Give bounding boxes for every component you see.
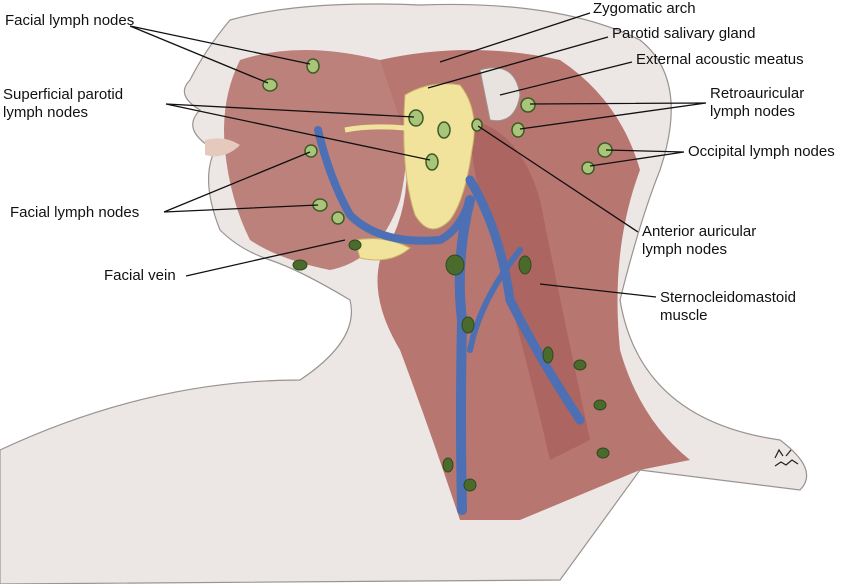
signature bbox=[774, 448, 799, 467]
lymph-nodes bbox=[262, 58, 613, 225]
label-sternocleidomastoid-muscle: Sternocleidomastoid muscle bbox=[660, 289, 796, 325]
lips bbox=[205, 138, 240, 157]
label-facial-lymph-nodes-top: Facial lymph nodes bbox=[5, 12, 135, 29]
internal-jugular-vein bbox=[454, 195, 475, 515]
facial-vein bbox=[314, 126, 474, 245]
label-anterior-auricular-lymph-nodes: Anterior auricular lymph nodes bbox=[642, 223, 756, 259]
label-line-1: Superficial parotid bbox=[3, 86, 124, 103]
sternocleidomastoid-muscle bbox=[470, 120, 590, 460]
submandibular-gland bbox=[354, 238, 411, 261]
parotid-duct bbox=[344, 124, 406, 133]
label-superficial-parotid-lymph-nodes: Superficial parotid lymph nodes bbox=[3, 86, 123, 122]
label-line-2: lymph nodes bbox=[642, 241, 728, 258]
veins bbox=[314, 126, 585, 515]
label-line-2: muscle bbox=[660, 307, 708, 324]
label-line-2: lymph nodes bbox=[710, 103, 796, 120]
label-facial-vein: Facial vein bbox=[104, 267, 176, 284]
label-parotid-salivary-gland: Parotid salivary gland bbox=[612, 25, 756, 42]
anterior-jugular-vein bbox=[467, 247, 523, 353]
label-line-1: Sternocleidomastoid bbox=[660, 289, 796, 306]
facial-muscles bbox=[224, 50, 407, 270]
external-jugular-vein bbox=[465, 175, 585, 425]
label-facial-lymph-nodes-mid: Facial lymph nodes bbox=[10, 204, 140, 221]
label-occipital-lymph-nodes: Occipital lymph nodes bbox=[688, 143, 835, 160]
label-line-2: lymph nodes bbox=[3, 104, 89, 121]
deep-lymph-nodes bbox=[292, 239, 610, 492]
label-retroauricular-lymph-nodes: Retroauricular lymph nodes bbox=[710, 85, 804, 121]
label-line-1: Retroauricular bbox=[710, 85, 805, 102]
label-external-acoustic-meatus: External acoustic meatus bbox=[636, 51, 804, 68]
label-zygomatic-arch: Zygomatic arch bbox=[593, 0, 696, 17]
leader-lines bbox=[129, 12, 707, 298]
label-line-1: Anterior auricular bbox=[642, 223, 757, 240]
